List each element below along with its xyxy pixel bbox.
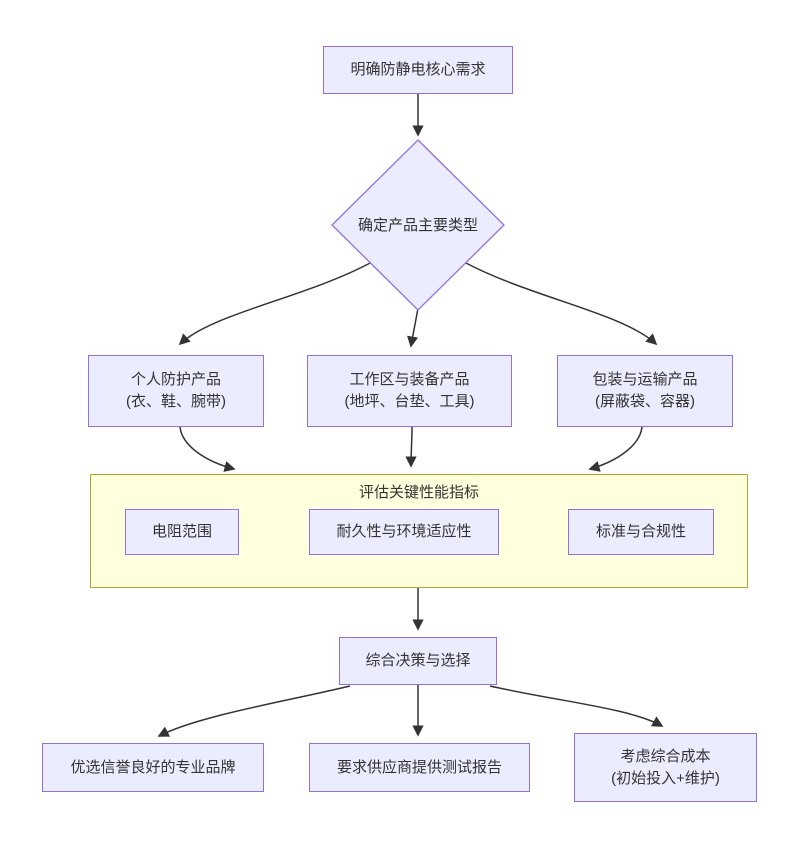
edge-final-to-cost: [489, 685, 664, 727]
edge-packaging-to-cluster: [588, 426, 643, 472]
node-workspace-line2: (地坪、台垫、工具): [344, 393, 475, 410]
node-brand: 优选信誉良好的专业品牌: [42, 743, 264, 792]
node-workspace: 工作区与装备产品 (地坪、台垫、工具): [307, 355, 512, 427]
node-personal: 个人防护产品 (衣、鞋、腕带): [88, 355, 264, 427]
node-start-label: 明确防静电核心需求: [350, 61, 486, 78]
node-standards: 标准与合规性: [568, 509, 714, 555]
node-cost: 考虑综合成本 (初始投入+维护): [574, 733, 757, 802]
node-brand-label: 优选信誉良好的专业品牌: [70, 758, 236, 776]
node-start: 明确防静电核心需求: [323, 46, 513, 94]
node-final-label: 综合决策与选择: [365, 652, 471, 669]
node-packaging-line1: 包装与运输产品: [592, 371, 698, 388]
node-packaging: 包装与运输产品 (屏蔽袋、容器): [557, 355, 733, 427]
node-packaging-line2: (屏蔽袋、容器): [595, 393, 695, 410]
node-final: 综合决策与选择: [339, 637, 497, 685]
node-decision-label: 确定产品主要类型: [357, 217, 478, 234]
node-personal-line1: 个人防护产品: [130, 371, 221, 388]
node-cost-line2: (初始投入+维护): [611, 769, 720, 787]
node-standards-label: 标准与合规性: [595, 523, 686, 540]
cluster-evaluate-title: 评估关键性能指标: [358, 484, 479, 501]
node-cost-line1: 考虑综合成本: [620, 747, 711, 765]
edge-personal-to-cluster: [179, 426, 236, 472]
node-durability: 耐久性与环境适应性: [309, 509, 499, 555]
edge-decision-to-packaging: [463, 261, 658, 346]
node-durability-label: 耐久性与环境适应性: [336, 523, 472, 540]
node-workspace-line1: 工作区与装备产品: [349, 371, 470, 388]
edge-decision-to-workspace: [407, 307, 419, 348]
node-resistance-label: 电阻范围: [151, 523, 212, 540]
decision-diamond-shape: [331, 139, 505, 311]
node-report: 要求供应商提供测试报告: [309, 743, 530, 792]
node-report-label: 要求供应商提供测试报告: [336, 758, 502, 776]
node-resistance: 电阻范围: [125, 509, 239, 555]
edge-decision-to-personal: [178, 261, 373, 346]
edge-workspace-to-cluster: [405, 426, 417, 468]
edge-final-to-brand: [157, 685, 351, 737]
node-personal-line2: (衣、鞋、腕带): [126, 393, 226, 410]
